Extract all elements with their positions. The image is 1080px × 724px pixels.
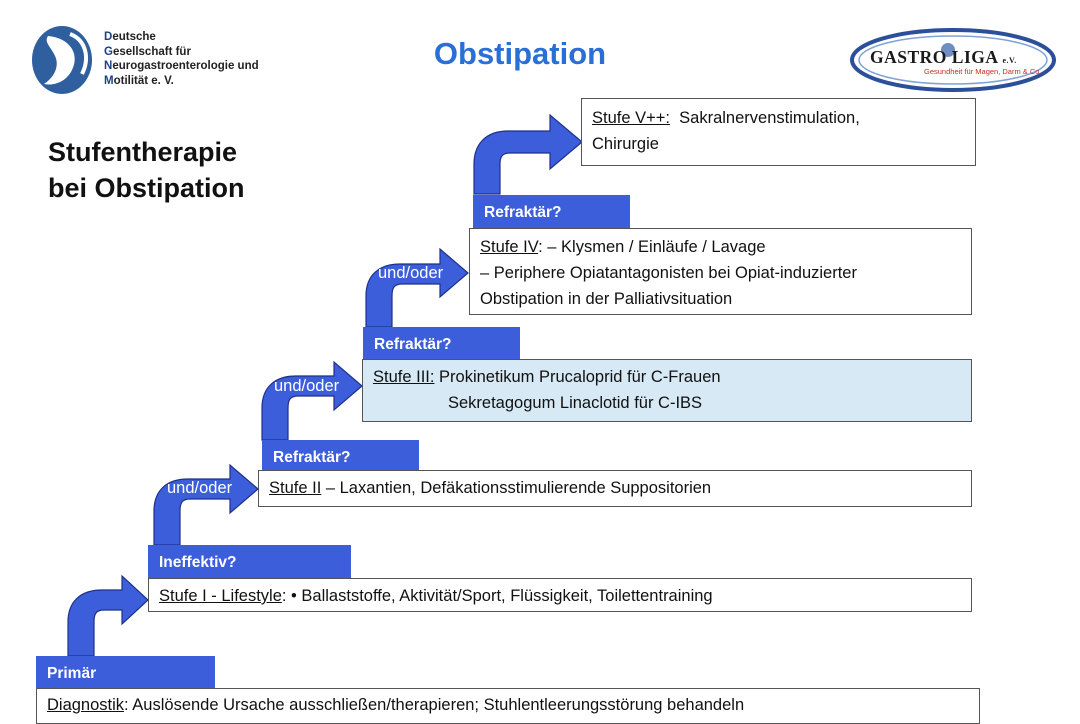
diagnostik-box: Diagnostik: Auslösende Ursache ausschlie… xyxy=(36,688,980,724)
stufe1-box: Stufe I - Lifestyle: • Ballaststoffe, Ak… xyxy=(148,578,972,612)
tag-refraktaer-2: Refraktär? xyxy=(363,327,520,363)
section-heading: Stufentherapie bei Obstipation xyxy=(48,137,245,203)
connector-und-oder-2: und/oder xyxy=(274,377,340,395)
stufe4-box: Stufe IV: – Klysmen / Einläufe / Lavage … xyxy=(469,228,972,315)
gastro-liga-name: GASTRO LIGA e.V. xyxy=(870,47,1017,67)
gastro-liga-tagline: Gesundheit für Magen, Darm & Co. xyxy=(924,67,1042,76)
arrow-1 xyxy=(67,574,149,657)
stufe5-box: Stufe V++: Sakralnervenstimulation, Chir… xyxy=(581,98,976,166)
arrow-2 xyxy=(153,463,259,546)
arrow-5 xyxy=(473,113,583,195)
arrow-3 xyxy=(261,360,363,441)
page-title: Obstipation xyxy=(433,36,607,71)
dgnm-logo-text: Deutsche Gesellschaft für Neurogastroent… xyxy=(104,31,259,87)
arrow-4 xyxy=(365,247,469,328)
stufe3-box: Stufe III: Prokinetikum Prucaloprid für … xyxy=(362,359,972,422)
stufe2-box: Stufe II – Laxantien, Defäkationsstimuli… xyxy=(258,470,972,507)
gastro-liga-logo xyxy=(850,28,1056,92)
connector-und-oder-1: und/oder xyxy=(167,479,233,497)
dgnm-logo xyxy=(32,26,92,94)
tag-ineffektiv: Ineffektiv? xyxy=(148,545,351,581)
tag-refraktaer-3: Refraktär? xyxy=(473,195,630,231)
connector-und-oder-3: und/oder xyxy=(378,264,444,282)
tag-primaer: Primär xyxy=(36,656,215,692)
